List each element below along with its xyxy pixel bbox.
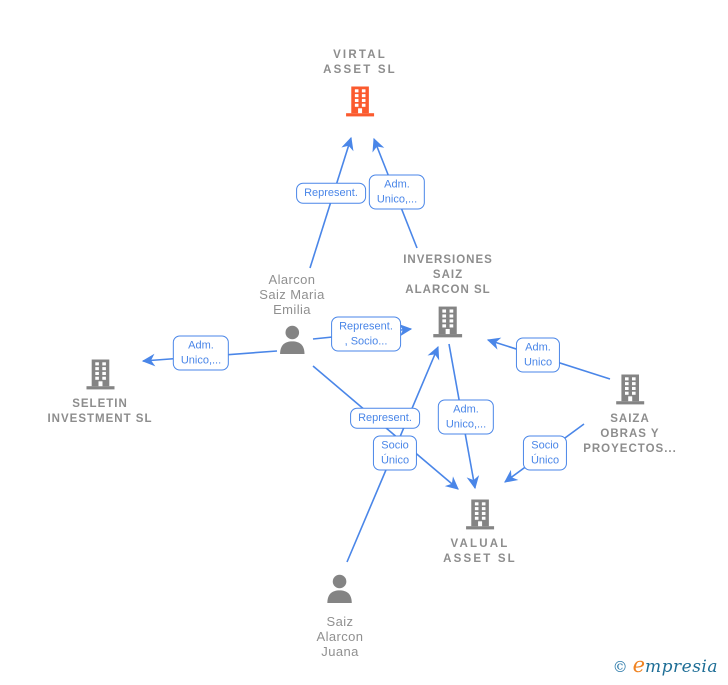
relationship-badge-represent-valual[interactable]: Represent. (350, 407, 420, 429)
relationship-badge-adm-unico-saiza[interactable]: Adm. Unico (515, 337, 561, 373)
badge-line: Socio (531, 439, 559, 452)
node-label-line: ASSET SL (323, 64, 397, 76)
badge-line: , Socio... (344, 335, 388, 347)
building-icon (346, 86, 374, 117)
relationship-badge-adm-unico-virtal[interactable]: Adm. Unico,... (368, 174, 426, 210)
badge-line: Unico,... (180, 354, 222, 366)
badge-line: Adm. (525, 341, 551, 354)
relationship-badge-socio-unico-saiza[interactable]: Socio Único (522, 435, 568, 471)
node-saiza-obras-y-proyectos[interactable]: SAIZA OBRAS Y PROYECTOS... (583, 372, 677, 457)
node-valual-asset-sl[interactable]: VALUAL ASSET SL (443, 497, 517, 567)
node-saiz-alarcon-juana[interactable]: Saiz Alarcon Juana (317, 572, 364, 659)
node-label-line: Saiz (326, 614, 354, 629)
node-alarcon-saiz-maria-emilia[interactable]: Alarcon Saiz Maria Emilia (259, 272, 324, 359)
badge-line: Represent. (304, 186, 358, 199)
relationship-badge-socio-unico-juana[interactable]: Socio Único (372, 435, 418, 471)
node-label-line: Alarcon (268, 272, 316, 287)
badge-line: Represent. (358, 411, 412, 424)
badge-line: Adm. (188, 339, 214, 352)
badge-line: Unico,... (376, 193, 418, 205)
building-icon (616, 374, 644, 405)
badge-line: Unico (523, 356, 553, 368)
building-icon (466, 499, 494, 530)
node-label-line: VALUAL (450, 538, 510, 550)
node-label: Alarcon Saiz Maria Emilia (259, 272, 324, 317)
badge-line: Unico,... (445, 418, 487, 430)
node-label-line: VIRTAL (333, 49, 387, 61)
relationship-badge-adm-unico-valual[interactable]: Adm. Unico,... (437, 399, 495, 435)
badge-line: Único (380, 454, 410, 466)
relationship-badge-adm-unico-seletin[interactable]: Adm. Unico,... (172, 335, 230, 371)
node-label-line: Juana (321, 644, 359, 659)
node-label-line: PROYECTOS... (583, 443, 677, 455)
relationship-badge-represent-socio-inversiones[interactable]: Represent. , Socio... (331, 316, 401, 352)
node-seletin-investment-sl[interactable]: SELETIN INVESTMENT SL (47, 357, 152, 427)
brand-name: mpresia (645, 657, 718, 677)
copyright-symbol: © (612, 658, 628, 676)
person-icon (279, 325, 305, 354)
node-label-line: ALARCON SL (405, 284, 491, 296)
node-label-line: Emilia (273, 302, 311, 317)
node-label: SAIZA OBRAS Y PROYECTOS... (583, 412, 677, 457)
node-label: INVERSIONES SAIZ ALARCON SL (403, 253, 493, 298)
node-label-line: Alarcon (316, 629, 364, 644)
brand-initial: e (632, 653, 645, 677)
node-virtal-asset-sl[interactable]: VIRTAL ASSET SL (323, 48, 397, 118)
badge-line: Represent. (339, 320, 393, 333)
node-label-line: OBRAS Y (600, 428, 660, 440)
node-inversiones-saiz-alarcon-sl[interactable]: INVERSIONES SAIZ ALARCON SL (403, 253, 493, 339)
badge-line: Único (530, 454, 560, 466)
node-label-line: SAIZA (610, 413, 650, 425)
person-icon (327, 574, 353, 603)
building-icon (85, 359, 114, 390)
badge-line: Adm. (384, 178, 410, 191)
badge-line: Adm. (453, 403, 479, 416)
node-label: VIRTAL ASSET SL (323, 48, 397, 78)
node-label: SELETIN INVESTMENT SL (47, 397, 152, 427)
relationship-badge-represent-virtal[interactable]: Represent. (296, 182, 366, 204)
node-label-line: Saiz Maria (259, 287, 325, 302)
node-label-line: INVERSIONES (403, 254, 493, 266)
node-label-line: ASSET SL (443, 553, 517, 565)
empresia-logo[interactable]: ©empresia (613, 653, 718, 677)
node-label-line: INVESTMENT SL (47, 413, 153, 425)
node-label: VALUAL ASSET SL (443, 537, 517, 567)
building-icon (433, 306, 463, 338)
node-label-line: SELETIN (72, 398, 128, 410)
node-label-line: SAIZ (432, 269, 464, 281)
badge-line: Socio (381, 439, 409, 452)
node-label: Saiz Alarcon Juana (317, 614, 364, 659)
